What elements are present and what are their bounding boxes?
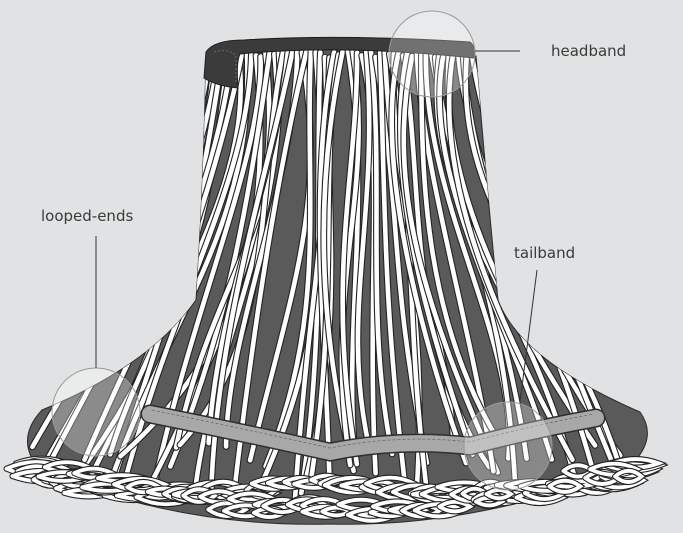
tailband-magnifier [464, 402, 552, 490]
headband-label: headband [551, 44, 626, 59]
looped-ends-label: looped-ends [41, 209, 133, 224]
tailband-label: tailband [514, 246, 575, 261]
headband-magnifier [389, 11, 475, 97]
looped-ends-magnifier [52, 368, 140, 456]
